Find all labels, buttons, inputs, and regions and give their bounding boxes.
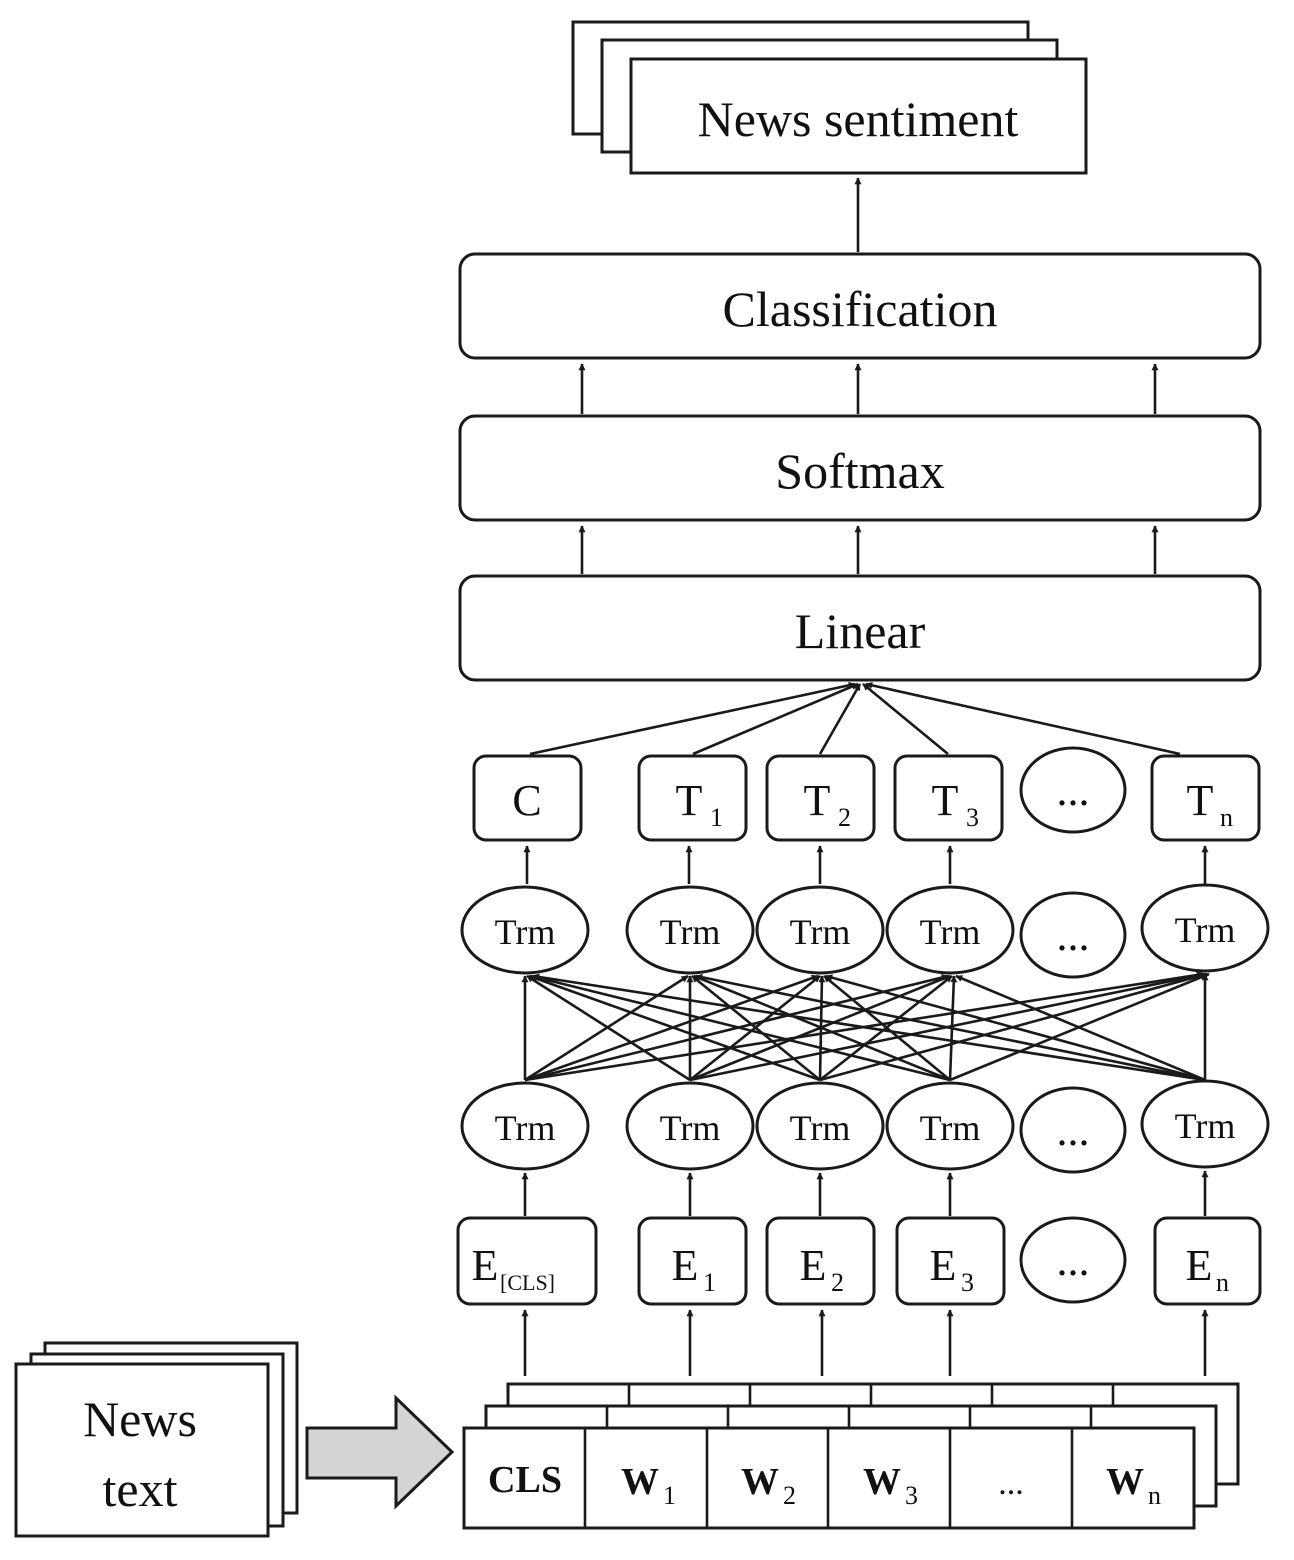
news-text-line1: News	[83, 1391, 197, 1447]
output-token-t2: T 2	[765, 754, 876, 842]
output-token-tn-label: T	[1187, 776, 1214, 825]
upper-trm-4: Trm	[885, 885, 1015, 975]
input-token-wn-sub: n	[1148, 1481, 1161, 1510]
output-token-t1-sub: 1	[710, 803, 723, 832]
input-token-arrows	[521, 1309, 1209, 1376]
input-token-w1: W	[621, 1461, 659, 1503]
output-token-ellipsis-label: ...	[1057, 766, 1090, 815]
news-sentiment-label: News sentiment	[698, 91, 1019, 147]
output-token-tn: T n	[1150, 754, 1261, 842]
output-token-c-label: C	[512, 776, 541, 825]
output-token-tn-sub: n	[1220, 803, 1233, 832]
output-token-c: C	[472, 754, 583, 842]
linear-label: Linear	[795, 603, 926, 659]
lower-trm-ellipsis-label: ...	[1057, 1106, 1090, 1155]
linear-input-arrows	[529, 681, 1181, 756]
input-flow-arrow	[305, 1394, 455, 1510]
input-token-w2: W	[741, 1461, 779, 1503]
upper-trm-1: Trm	[460, 885, 590, 975]
upper-trm-2-label: Trm	[660, 912, 721, 952]
embedding-n-label: E	[1186, 1241, 1213, 1290]
embedding-1-sub: 1	[703, 1268, 716, 1297]
embedding-2-label: E	[800, 1241, 827, 1290]
upper-trm-3: Trm	[755, 885, 885, 975]
lower-trm-2: Trm	[625, 1081, 755, 1171]
softmax-layer: Softmax	[458, 414, 1262, 522]
input-token-cls: CLS	[488, 1459, 562, 1501]
upper-trm-3-label: Trm	[790, 912, 851, 952]
lower-transformer-row: Trm Trm Trm Trm ... Trm	[460, 1079, 1270, 1174]
embedding-2-sub: 2	[831, 1268, 844, 1297]
embedding-ellipsis-label: ...	[1057, 1236, 1090, 1285]
output-token-row: C T 1 T 2 T 3 ... T n	[472, 746, 1261, 842]
upper-trm-n-label: Trm	[1175, 910, 1236, 950]
embedding-ellipsis: ...	[1019, 1216, 1127, 1304]
embedding-1: E 1	[637, 1216, 748, 1306]
lower-trm-2-label: Trm	[660, 1108, 721, 1148]
input-token-w3-sub: 3	[905, 1481, 918, 1510]
lower-trm-4: Trm	[885, 1081, 1015, 1171]
news-text-line2: text	[103, 1461, 178, 1517]
embedding-3: E 3	[895, 1216, 1006, 1306]
lower-trm-4-label: Trm	[920, 1108, 981, 1148]
embedding-row: E [CLS] E 1 E 2 E 3 ... E n	[456, 1216, 1262, 1306]
upper-trm-1-label: Trm	[495, 912, 556, 952]
embedding-n-sub: n	[1216, 1268, 1229, 1297]
output-token-t2-label: T	[804, 776, 831, 825]
embedding-output-arrows	[521, 1170, 1209, 1216]
upper-trm-ellipsis: ...	[1019, 891, 1127, 979]
lower-trm-3-label: Trm	[790, 1108, 851, 1148]
embedding-1-label: E	[672, 1241, 699, 1290]
embedding-n: E n	[1153, 1216, 1262, 1306]
upper-trm-2: Trm	[625, 885, 755, 975]
lower-trm-3: Trm	[755, 1081, 885, 1171]
output-token-t2-sub: 2	[838, 803, 851, 832]
transformer-attention-connections	[521, 971, 1210, 1082]
upper-transformer-row: Trm Trm Trm Trm ... Trm	[460, 883, 1270, 979]
lower-trm-1: Trm	[460, 1081, 590, 1171]
lower-trm-ellipsis: ...	[1019, 1086, 1127, 1174]
softmax-label: Softmax	[775, 443, 944, 499]
embedding-3-label: E	[930, 1241, 957, 1290]
lower-trm-n: Trm	[1140, 1079, 1270, 1169]
input-token-wn: W	[1106, 1461, 1144, 1503]
input-token-ellipsis: ...	[998, 1465, 1024, 1502]
news-text-stack: News text	[14, 1341, 299, 1538]
output-token-t3-sub: 3	[966, 803, 979, 832]
embedding-3-sub: 3	[961, 1268, 974, 1297]
upper-trm-output-arrows	[523, 845, 1209, 884]
lower-trm-1-label: Trm	[495, 1108, 556, 1148]
output-token-t3-label: T	[932, 776, 959, 825]
input-token-w3: W	[863, 1461, 901, 1503]
classification-label: Classification	[723, 281, 998, 337]
output-token-t3: T 3	[893, 754, 1004, 842]
output-token-ellipsis: ...	[1019, 746, 1127, 834]
linear-layer: Linear	[458, 574, 1262, 682]
embedding-cls: E [CLS]	[456, 1216, 598, 1306]
news-sentiment-stack: News sentiment	[571, 20, 1088, 175]
embedding-cls-sub: [CLS]	[500, 1270, 555, 1295]
embedding-cls-label: E	[472, 1241, 499, 1290]
input-token-w1-sub: 1	[663, 1481, 676, 1510]
embedding-2: E 2	[765, 1216, 876, 1306]
output-token-t1-label: T	[676, 776, 703, 825]
upper-trm-4-label: Trm	[920, 912, 981, 952]
classification-layer: Classification	[458, 252, 1262, 360]
lower-trm-n-label: Trm	[1175, 1106, 1236, 1146]
input-token-w2-sub: 2	[783, 1481, 796, 1510]
upper-trm-ellipsis-label: ...	[1057, 911, 1090, 960]
input-token-stack: CLS W 1 W 2 W 3 ... W n	[462, 1382, 1240, 1530]
output-token-t1: T 1	[637, 754, 748, 842]
upper-trm-n: Trm	[1140, 883, 1270, 973]
